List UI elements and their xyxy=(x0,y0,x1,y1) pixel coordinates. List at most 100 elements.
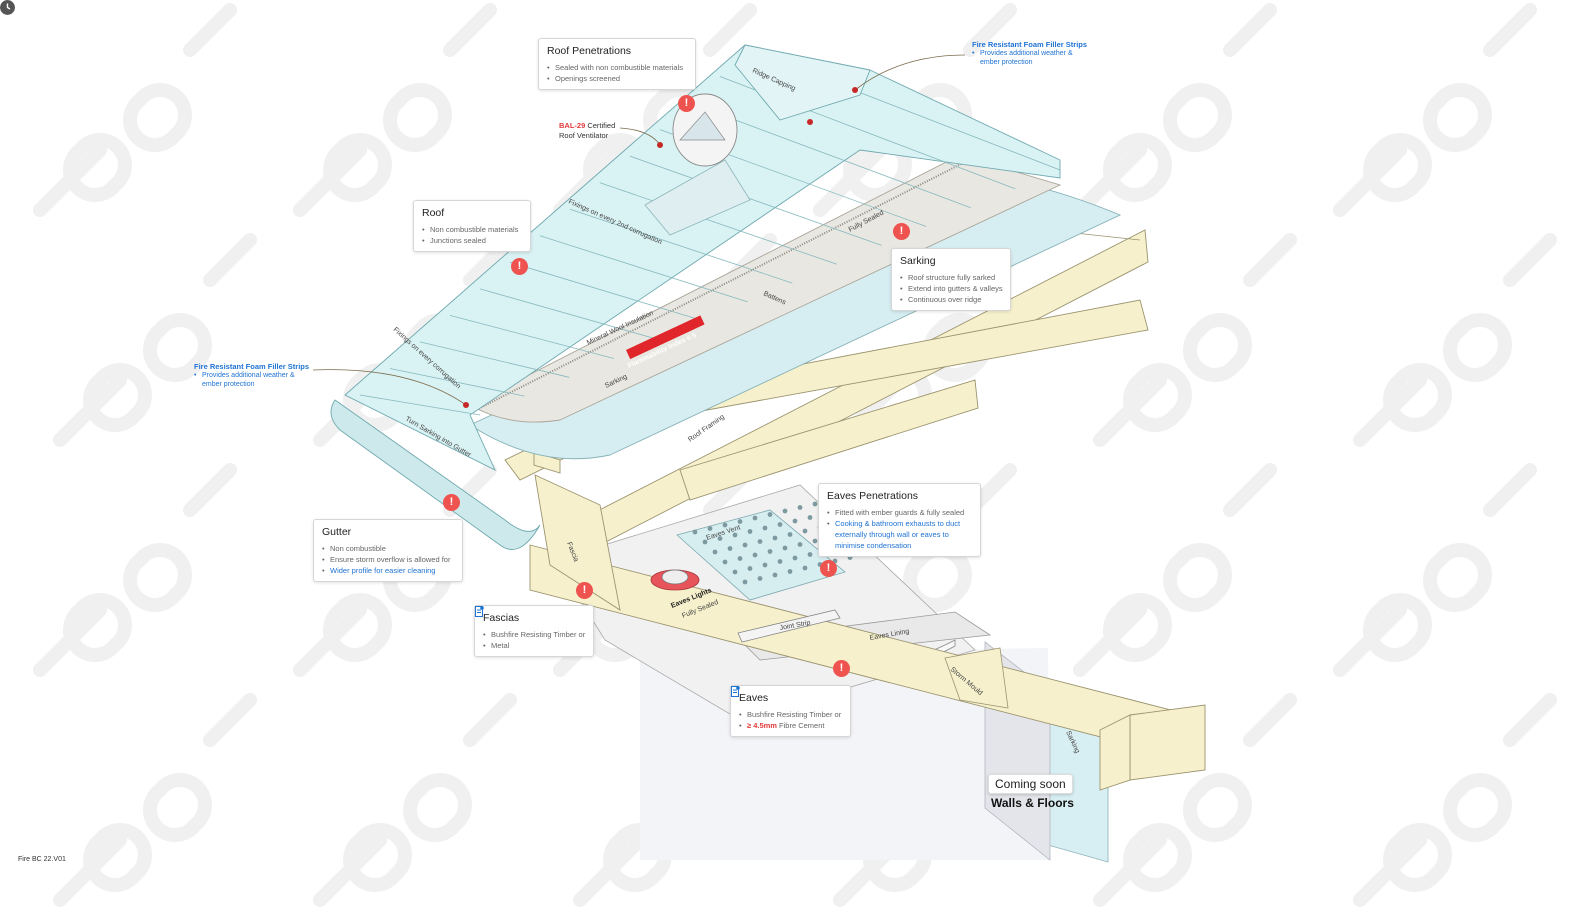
vent-hole xyxy=(752,515,758,521)
leader-lines xyxy=(312,54,966,406)
corrugation-line xyxy=(359,394,481,416)
vent-hole xyxy=(717,536,723,541)
vent-hole xyxy=(732,532,738,538)
callout-gutter[interactable]: Gutter Non combustible Ensure storm over… xyxy=(313,519,463,582)
callout-title: Fire Resistant Foam Filler Strips xyxy=(972,40,1088,49)
watermark-mark xyxy=(33,463,237,677)
vent-hole xyxy=(732,569,738,575)
callout-foam-strips-left[interactable]: Fire Resistant Foam Filler Strips Provid… xyxy=(194,362,312,389)
alert-icon-sarking[interactable]: ! xyxy=(893,223,910,240)
alert-icon-gutter[interactable]: ! xyxy=(443,494,460,511)
watermark-mark xyxy=(1333,3,1537,217)
corrugation-line xyxy=(539,235,748,303)
vent-hole xyxy=(722,559,728,565)
bal-rating: BAL-29 xyxy=(559,121,586,130)
callout-item: Provides additional weather & ember prot… xyxy=(194,371,312,389)
callout-title: Fire Resistant Foam Filler Strips xyxy=(194,362,310,371)
watermark-mark xyxy=(53,233,257,447)
callout-title: Roof Penetrations xyxy=(547,45,632,57)
callout-item: Junctions sealed xyxy=(422,235,522,246)
vent-hole xyxy=(812,501,818,507)
callout-item: Non combustible xyxy=(322,543,454,554)
vent-hole xyxy=(762,525,768,531)
vent-hole xyxy=(742,542,748,548)
vent-hole xyxy=(727,546,733,551)
callout-eaves[interactable]: Eaves Bushfire Resisting Timber or ≥ 4.5… xyxy=(730,685,851,737)
alert-icon-eaves-vent[interactable]: ! xyxy=(820,560,837,577)
vent-hole xyxy=(777,559,783,564)
callout-fascias[interactable]: Fascias Bushfire Resisting Timber or Met… xyxy=(474,605,594,657)
callout-title: Roof xyxy=(422,207,445,219)
callout-sarking[interactable]: Sarking Roof structure fully sarked Exte… xyxy=(891,248,1011,311)
clock-icon xyxy=(0,0,15,15)
ventilator-line2: Roof Ventilator xyxy=(559,131,609,140)
callout-foam-strips-top[interactable]: Fire Resistant Foam Filler Strips Provid… xyxy=(972,40,1092,67)
callout-item: ≥ 4.5mm Fibre Cement xyxy=(739,720,842,731)
version-label: Fire BC 22.V01 xyxy=(18,856,66,863)
vent-hole xyxy=(812,538,818,544)
watermark-mark xyxy=(573,693,777,907)
eaves-light-shape xyxy=(650,569,700,591)
watermark-mark xyxy=(1093,233,1297,447)
vent-hole xyxy=(767,512,773,517)
callout-item: Metal xyxy=(483,640,585,651)
fascia-board xyxy=(534,474,621,611)
callout-item: Sealed with non combustible materials xyxy=(547,62,687,73)
vent-hole xyxy=(787,569,793,574)
gutter xyxy=(330,399,541,550)
callout-roof[interactable]: Roof Non combustible materials Junctions… xyxy=(413,200,531,252)
roof-ventilator-shape xyxy=(644,93,751,236)
watermark-mark xyxy=(1333,463,1537,677)
alert-icon-fascia[interactable]: ! xyxy=(576,582,593,599)
callout-item: Cooking & bathroom exhausts to duct exte… xyxy=(827,518,975,551)
storm-mould xyxy=(944,647,1009,709)
watermark-mark xyxy=(313,693,517,907)
callout-title: Sarking xyxy=(900,255,936,267)
vent-hole xyxy=(777,522,783,527)
vent-hole xyxy=(747,566,753,571)
vent-hole xyxy=(702,539,708,545)
corrugation-line xyxy=(689,102,971,209)
vent-hole xyxy=(772,572,778,578)
ridge-capping xyxy=(734,44,871,121)
document-icon[interactable] xyxy=(731,686,740,697)
watermark-mark xyxy=(293,3,497,217)
watermark-mark xyxy=(33,3,237,217)
corrugation-line xyxy=(569,208,793,284)
callout-item: Wider profile for easier cleaning xyxy=(322,565,454,576)
callout-title: Eaves xyxy=(739,692,769,704)
corrugation-line xyxy=(629,155,882,246)
corrugation-line xyxy=(599,182,838,265)
watermark-mark xyxy=(53,693,257,907)
vent-hole xyxy=(707,526,713,531)
walls-floors-link[interactable]: Walls & Floors xyxy=(991,796,1074,810)
vent-hole xyxy=(722,522,728,528)
callout-item: Bushfire Resisting Timber or xyxy=(483,629,585,640)
vent-hole xyxy=(757,539,763,544)
callout-item: Bushfire Resisting Timber or xyxy=(739,709,842,720)
alert-icon-eaves[interactable]: ! xyxy=(833,660,850,677)
thickness-value: ≥ 4.5mm xyxy=(747,721,777,730)
watermark-mark xyxy=(1353,233,1557,447)
watermark-mark xyxy=(293,463,497,677)
vent-hole xyxy=(752,552,758,558)
vent-hole xyxy=(737,519,743,524)
corrugation-line xyxy=(419,341,570,378)
watermark-mark xyxy=(1093,693,1297,907)
vent-hole xyxy=(807,515,813,520)
vent-hole xyxy=(802,528,808,534)
thickness-rest: Fibre Cement xyxy=(776,721,825,730)
callout-roof-penetrations[interactable]: Roof Penetrations Sealed with non combus… xyxy=(538,38,696,90)
callout-eaves-penetrations[interactable]: Eaves Penetrations Fitted with ember gua… xyxy=(818,483,981,557)
alert-icon-roof[interactable]: ! xyxy=(511,258,528,275)
document-icon[interactable] xyxy=(475,606,484,617)
alert-icon-roof-vent[interactable]: ! xyxy=(678,95,695,112)
coming-soon-badge: Coming soon xyxy=(988,774,1073,794)
watermark-mark xyxy=(1353,693,1557,907)
callout-item: Provides additional weather & ember prot… xyxy=(972,49,1092,67)
callout-item: Continuous over ridge xyxy=(900,294,1002,305)
watermark-mark xyxy=(833,693,1037,907)
vent-hole xyxy=(792,518,798,524)
